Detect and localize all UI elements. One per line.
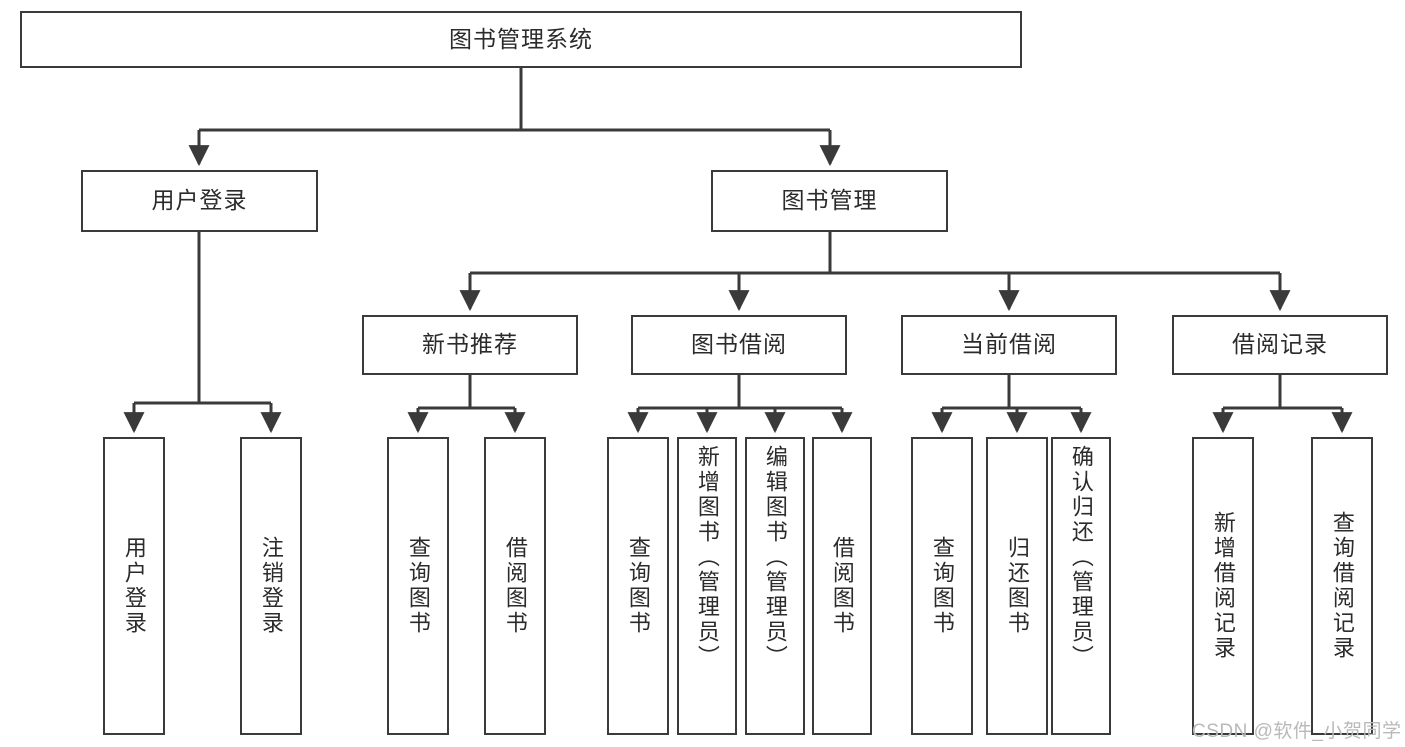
node-label: 注销登录 (258, 536, 284, 636)
node-leaf-borrow-book-recommend[interactable]: 借阅图书 (484, 437, 546, 735)
node-label: 图书借阅 (691, 331, 787, 358)
node-label: 编辑图书（管理员） (762, 445, 788, 670)
node-leaf-query-book-recommend[interactable]: 查询图书 (387, 437, 449, 735)
node-label: 查询图书 (625, 536, 651, 636)
node-label: 查询借阅记录 (1329, 511, 1355, 661)
node-label: 借阅记录 (1232, 331, 1328, 358)
node-leaf-query-borrow-record[interactable]: 查询借阅记录 (1311, 437, 1373, 735)
node-label: 查询图书 (929, 536, 955, 636)
node-user-login[interactable]: 用户登录 (81, 170, 318, 232)
node-leaf-return-book[interactable]: 归还图书 (986, 437, 1048, 735)
node-book-management-system[interactable]: 图书管理系统 (20, 11, 1022, 68)
node-label: 图书管理 (781, 187, 878, 214)
node-label: 用户登录 (121, 536, 147, 636)
node-label: 借阅图书 (829, 536, 855, 636)
node-current-borrow[interactable]: 当前借阅 (901, 315, 1117, 375)
node-book-management[interactable]: 图书管理 (711, 170, 948, 232)
node-leaf-user-logout[interactable]: 注销登录 (240, 437, 302, 735)
node-label: 用户登录 (151, 187, 248, 214)
node-leaf-add-book-admin[interactable]: 新增图书（管理员） (677, 437, 737, 735)
node-leaf-add-borrow-record[interactable]: 新增借阅记录 (1192, 437, 1254, 735)
node-leaf-edit-book-admin[interactable]: 编辑图书（管理员） (745, 437, 805, 735)
node-label: 查询图书 (405, 536, 431, 636)
node-book-borrow[interactable]: 图书借阅 (631, 315, 847, 375)
node-label: 当前借阅 (961, 331, 1057, 358)
node-leaf-query-book-current[interactable]: 查询图书 (911, 437, 973, 735)
csdn-watermark: CSDN @软件_小贺同学 (1192, 721, 1402, 742)
node-label: 新增借阅记录 (1210, 511, 1236, 661)
node-label: 借阅图书 (502, 536, 528, 636)
node-label: 确认归还（管理员） (1068, 445, 1094, 670)
node-borrow-record[interactable]: 借阅记录 (1172, 315, 1388, 375)
node-leaf-confirm-return-admin[interactable]: 确认归还（管理员） (1051, 437, 1111, 735)
node-leaf-user-login[interactable]: 用户登录 (103, 437, 165, 735)
node-leaf-borrow-book[interactable]: 借阅图书 (812, 437, 872, 735)
edges-root (123, 68, 1353, 434)
node-label: 新增图书（管理员） (694, 445, 720, 670)
node-leaf-query-book-borrow[interactable]: 查询图书 (607, 437, 669, 735)
node-label: 图书管理系统 (449, 25, 593, 52)
node-label: 归还图书 (1004, 536, 1030, 636)
node-new-book-recommend[interactable]: 新书推荐 (362, 315, 578, 375)
node-label: 新书推荐 (422, 331, 518, 358)
